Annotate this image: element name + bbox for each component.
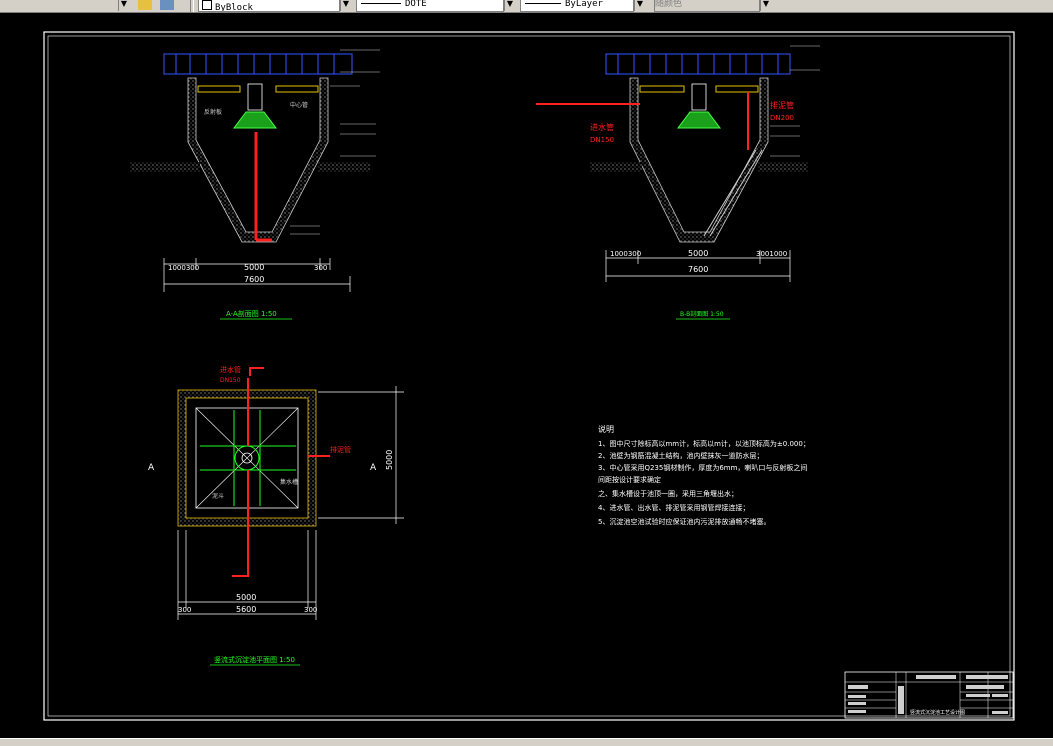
elevation-marks-b [770, 45, 820, 157]
label-inlet-size-b: DN150 [590, 136, 614, 144]
notes-heading: 说明 [598, 424, 614, 434]
grating-bars [175, 54, 335, 74]
label-inlet-b: 进水管 [590, 122, 614, 132]
properties-toolbar: ▼ ByBlock ▼ DOTE ▼ ByLayer ▼ 随颜色 ▼ [0, 0, 1053, 13]
plan-dimension-lines [177, 386, 404, 620]
tank-wall-hatch [187, 77, 329, 243]
dropdown-arrow-icon[interactable]: ▼ [118, 0, 129, 11]
drawing-canvas[interactable]: 中心管 反射板 1000300 5000 300 7600 A-A剖面图 1:5… [0, 13, 1053, 738]
dim-a-right: 300 [314, 264, 327, 272]
plan-diagonals [195, 407, 299, 509]
dim-b-left: 1000300 [610, 250, 641, 258]
linetype-sample-icon [361, 3, 401, 4]
label-reflector: 反射板 [204, 108, 222, 116]
plan-inlet-pipe [249, 367, 264, 376]
plan-outlet-pipe [232, 470, 249, 577]
notes-line-6: 4、进水管、出水管、排泥管采用钢管焊接连接； [598, 503, 749, 512]
weir-left-b [639, 85, 685, 93]
lineweight-control[interactable]: ByLayer [520, 0, 634, 12]
title-block[interactable]: 竖流式沉淀池工艺设计图 [844, 671, 1014, 719]
outer-frame [43, 31, 1015, 721]
ground-right-b [758, 162, 808, 172]
color-control[interactable]: ByBlock [198, 0, 340, 12]
plan-label-inlet: 进水管 [220, 365, 241, 374]
section-b-b[interactable]: 进水管 DN150 排泥管 DN200 1000300 5000 3001000… [536, 45, 820, 320]
title-block-grid [845, 672, 1013, 718]
lineweight-control-value: ByLayer [565, 0, 603, 9]
plan-title[interactable]: 竖流式沉淀池平面图 1:50 [214, 655, 295, 664]
grating-bars-b [617, 54, 779, 74]
notes-line-4: 间距按设计要求确定 [598, 475, 661, 484]
weir-left [197, 85, 241, 93]
label-drain-size-b: DN200 [770, 114, 794, 122]
label-drain-b: 排泥管 [770, 100, 794, 110]
color-control-value: ByBlock [215, 3, 253, 12]
title-block-project: 竖流式沉淀池工艺设计图 [910, 709, 965, 716]
plotstyle-control-value: 随颜色 [655, 0, 683, 9]
diagonal-pipe-b [703, 149, 757, 237]
notes-line-7: 5、沉淀池空池试验时应保证池内污泥排放通畅不堵塞。 [598, 517, 770, 526]
dim-a-total: 7600 [244, 275, 264, 284]
section-mark-left: A [148, 463, 155, 473]
linetype-control[interactable]: DOTE [356, 0, 504, 12]
center-pipe-b [691, 83, 707, 111]
walkway-grating [163, 53, 353, 75]
plan-label-inlet-size: DN150 [220, 377, 241, 384]
dim-b-inner: 5000 [688, 249, 708, 258]
status-bar [0, 738, 1053, 746]
dim-b-total: 7600 [688, 265, 708, 274]
plan-center-pipe [241, 452, 253, 464]
notes-line-3: 3、中心管采用Q235钢材制作，厚度为6mm，喇叭口与反射板之间 [598, 463, 807, 472]
section-a-title[interactable]: A-A剖面图 1:50 [226, 309, 277, 318]
title-block-fills [848, 675, 1008, 714]
section-b-title[interactable]: B-B剖面图 1:50 [680, 310, 724, 318]
plotstyle-dropdown-arrow-icon[interactable]: ▼ [760, 0, 771, 11]
weir-right-b [715, 85, 759, 93]
color-swatch-icon [202, 0, 212, 10]
lineweight-dropdown-arrow-icon[interactable]: ▼ [634, 0, 645, 11]
dimension-lines-b [605, 250, 791, 282]
label-center-pipe: 中心管 [290, 101, 308, 109]
tank-wall-hatch-b [629, 77, 769, 243]
linetype-control-value: DOTE [405, 0, 427, 9]
plan-view[interactable]: 进水管 DN150 排泥管 集水槽 泥斗 A A 5000 5600 300 3… [148, 365, 404, 666]
dim-b-right: 3001000 [756, 250, 787, 258]
layer-stack-icon[interactable] [160, 0, 174, 10]
dim-a-inner: 5000 [244, 263, 264, 272]
color-dropdown-arrow-icon[interactable]: ▼ [340, 0, 351, 11]
title-block-frame [844, 671, 1014, 719]
dim-a-left: 1000300 [168, 264, 199, 272]
weir-right [275, 85, 319, 93]
notes-line-5: 之、集水槽设于池顶一圈，采用三角堰出水； [598, 489, 738, 498]
reflector-plate-b [677, 111, 721, 129]
lineweight-sample-icon [525, 3, 561, 4]
ground-left [130, 162, 200, 172]
inner-frame [47, 35, 1011, 717]
plan-label-sludge: 泥斗 [212, 492, 224, 500]
section-mark-right: A [370, 463, 377, 473]
dimension-lines-a [163, 258, 351, 292]
dim-plan-vert: 5000 [385, 450, 394, 470]
plan-label-drain: 排泥管 [330, 445, 351, 454]
section-a-a[interactable]: 中心管 反射板 1000300 5000 300 7600 A-A剖面图 1:5… [130, 49, 380, 320]
toolbar-separator [190, 0, 194, 12]
dim-plan-inner: 5000 [236, 593, 256, 602]
notes-line-1: 1、图中尺寸除标高以mm计，标高以m计，以池顶标高为±0.000； [598, 439, 810, 448]
dim-plan-total: 5600 [236, 605, 256, 614]
dim-plan-right: 300 [304, 606, 317, 614]
notes-line-2: 2、池壁为钢筋混凝土结构，池内壁抹灰一道防水层； [598, 451, 763, 460]
diagonal-pipe-b2 [709, 149, 763, 237]
notes-block[interactable]: 说明 1、图中尺寸除标高以mm计，标高以m计，以池顶标高为±0.000； 2、池… [598, 424, 810, 526]
reflector-plate [233, 111, 277, 129]
elevation-marks-right [290, 49, 380, 235]
center-pipe [247, 83, 263, 111]
plan-label-weir: 集水槽 [280, 478, 298, 486]
plotstyle-control[interactable]: 随颜色 [654, 0, 760, 12]
ground-right [318, 162, 370, 172]
ground-left-b [590, 162, 642, 172]
layer-icon[interactable] [138, 0, 152, 10]
linetype-dropdown-arrow-icon[interactable]: ▼ [504, 0, 515, 11]
dim-plan-left: 300 [178, 606, 191, 614]
